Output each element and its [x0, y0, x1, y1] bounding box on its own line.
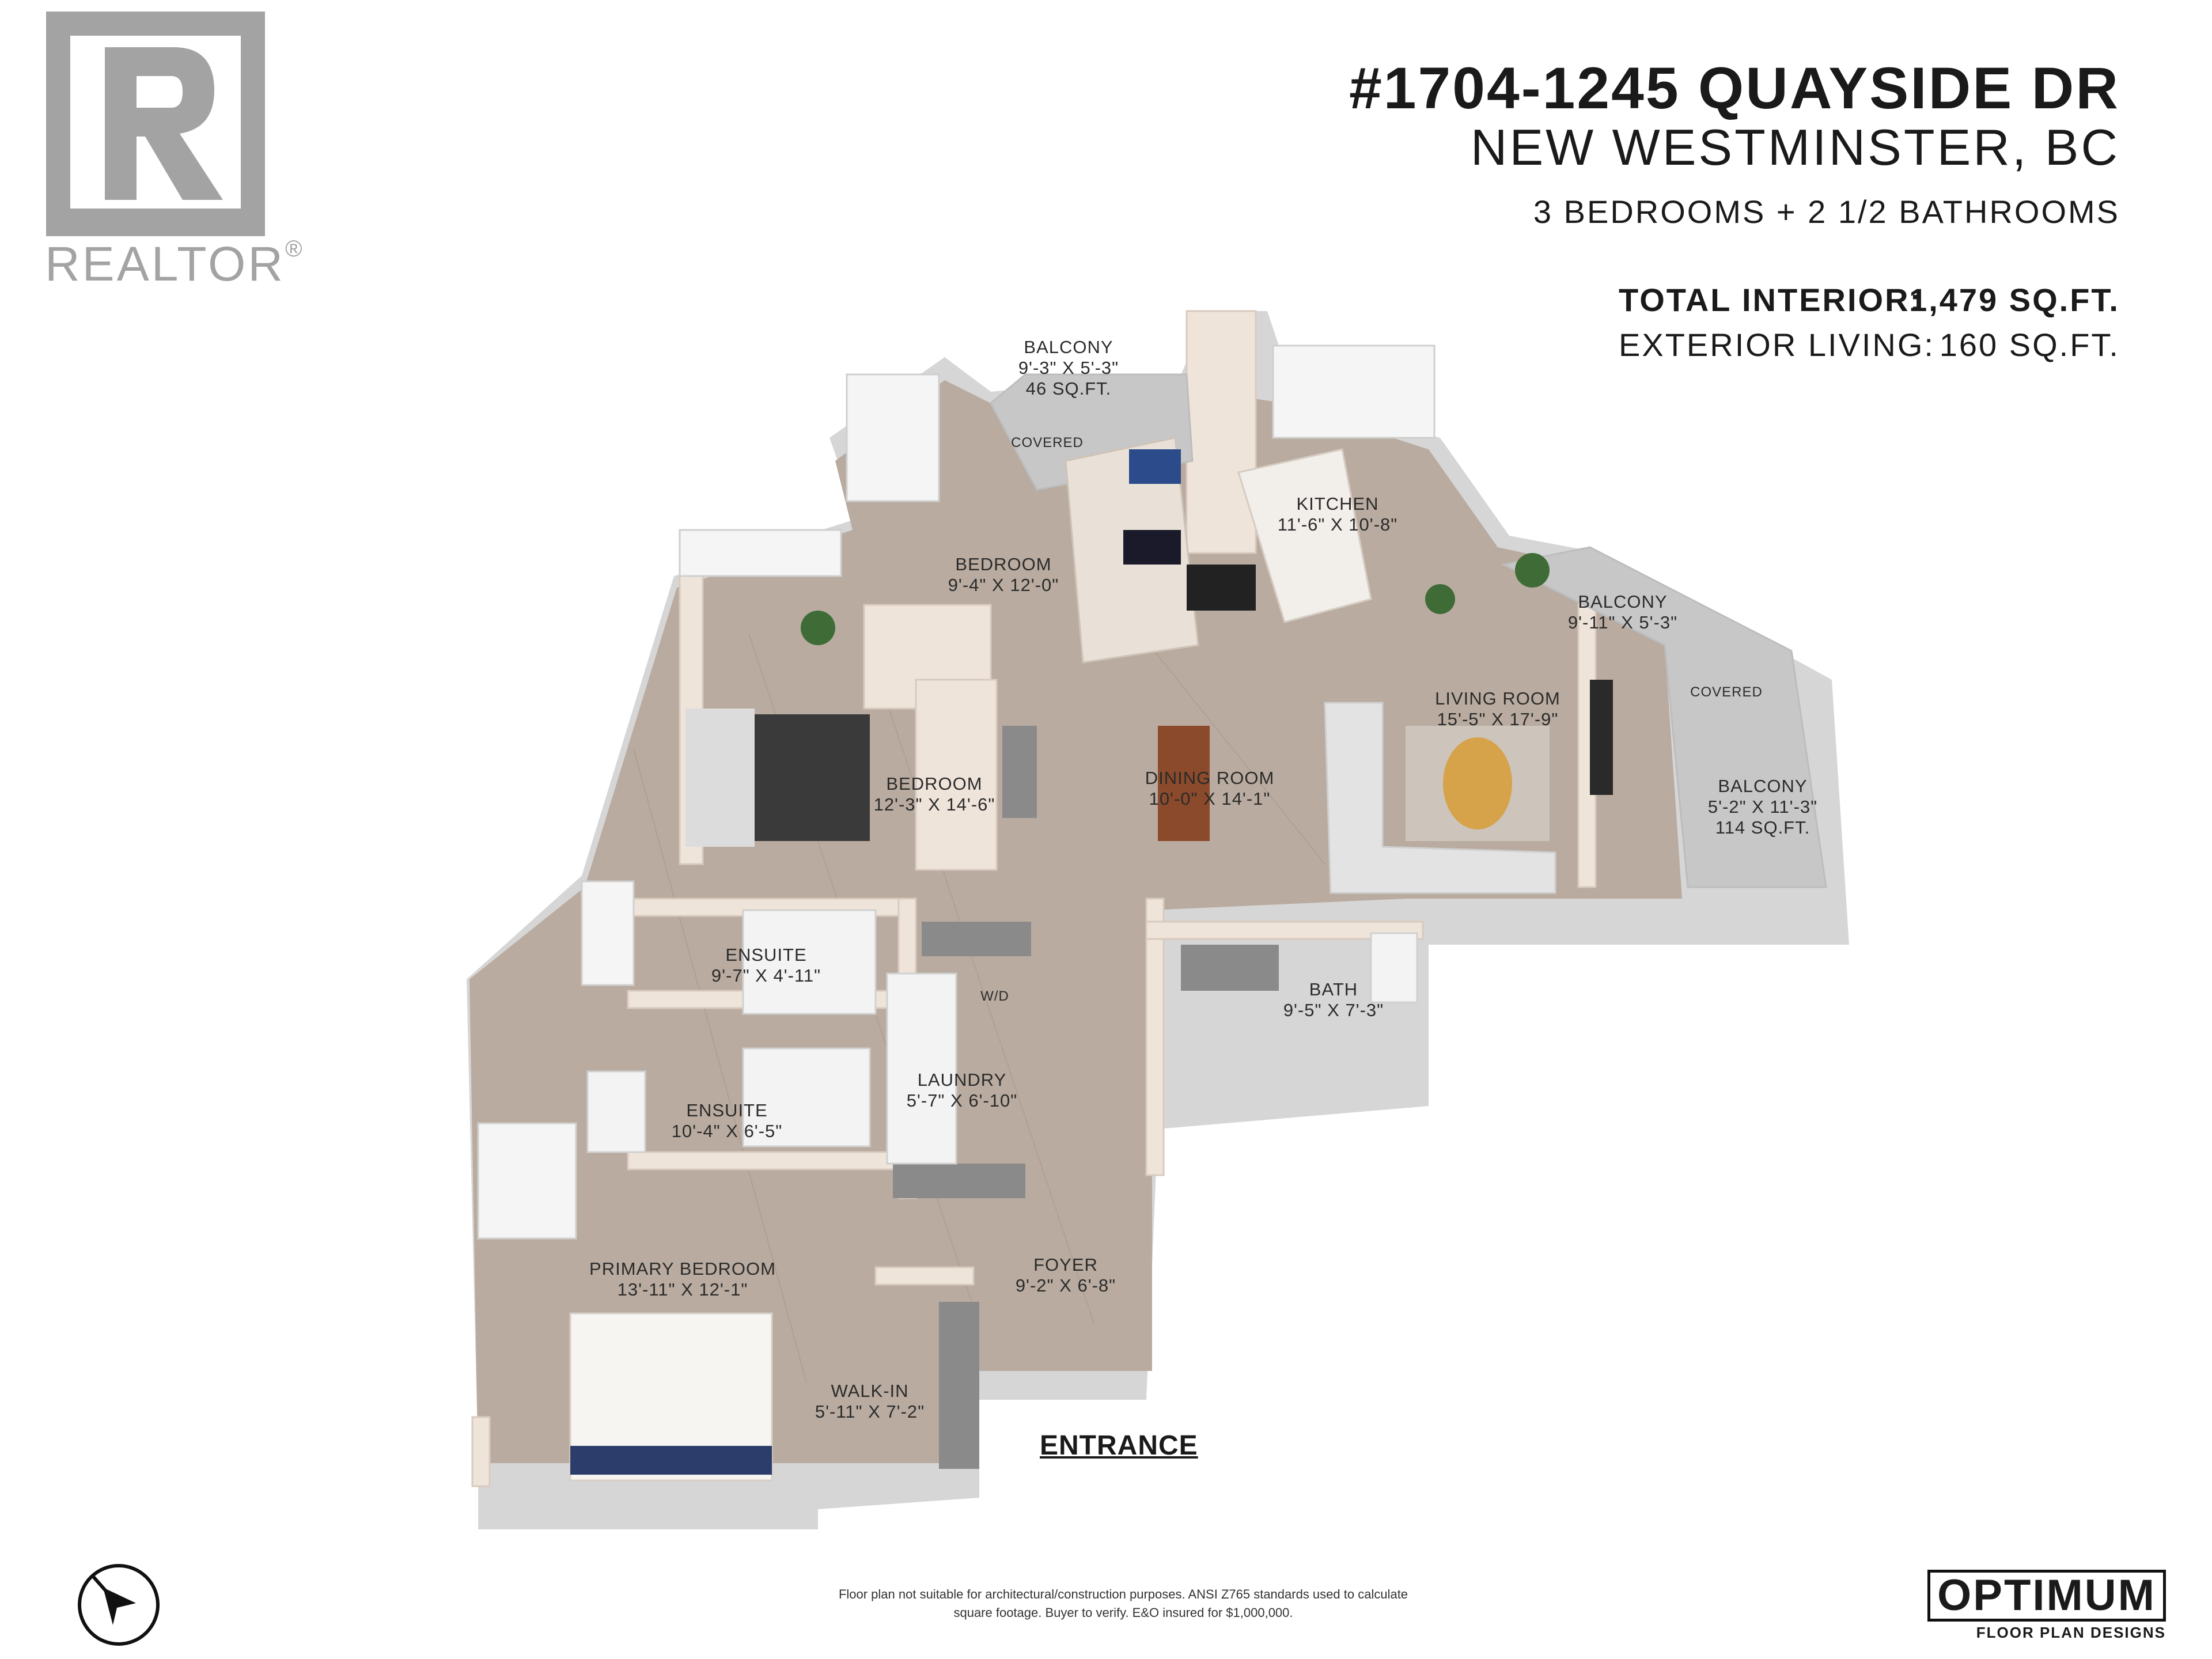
compass-north-icon — [78, 1564, 160, 1646]
total-interior-label: TOTAL INTERIOR: — [1619, 282, 1923, 318]
disclaimer-text: Floor plan not suitable for architectura… — [838, 1587, 1408, 1620]
property-city: NEW WESTMINSTER, BC — [1470, 119, 2120, 176]
realtor-wordmark: REALTOR® — [45, 236, 305, 291]
optimum-logo: OPTIMUM FLOOR PLAN DESIGNS — [1927, 1570, 2166, 1642]
label-balcony-right-covered: COVERED — [1690, 684, 1763, 700]
plant-icons — [801, 553, 1550, 645]
closets — [893, 726, 1279, 1469]
property-address: #1704-1245 QUAYSIDE DR — [1349, 55, 2120, 121]
exterior-living-label: EXTERIOR LIVING: — [1619, 327, 1935, 363]
bed-secondary — [685, 709, 870, 847]
label-balcony-top-covered: COVERED — [1011, 435, 1084, 450]
bed-primary — [569, 1312, 773, 1482]
windows — [477, 344, 1435, 1240]
exterior-living-value: 160 SQ.FT. — [1939, 327, 2120, 363]
living-sofa — [1324, 680, 1613, 894]
dining-table — [1158, 726, 1210, 841]
property-rooms: 3 BEDROOMS + 2 1/2 BATHROOMS — [1533, 194, 2120, 230]
realtor-r-icon — [105, 47, 223, 200]
total-interior-value: 1,479 SQ.FT. — [1909, 282, 2120, 318]
floor-area — [469, 380, 1682, 1463]
realtor-logo — [46, 12, 265, 236]
kitchen-furniture — [1065, 437, 1372, 664]
bath-fixtures — [586, 909, 1418, 1165]
entrance-label: ENTRANCE — [1040, 1430, 1198, 1461]
label-wd: W/D — [980, 988, 1009, 1004]
